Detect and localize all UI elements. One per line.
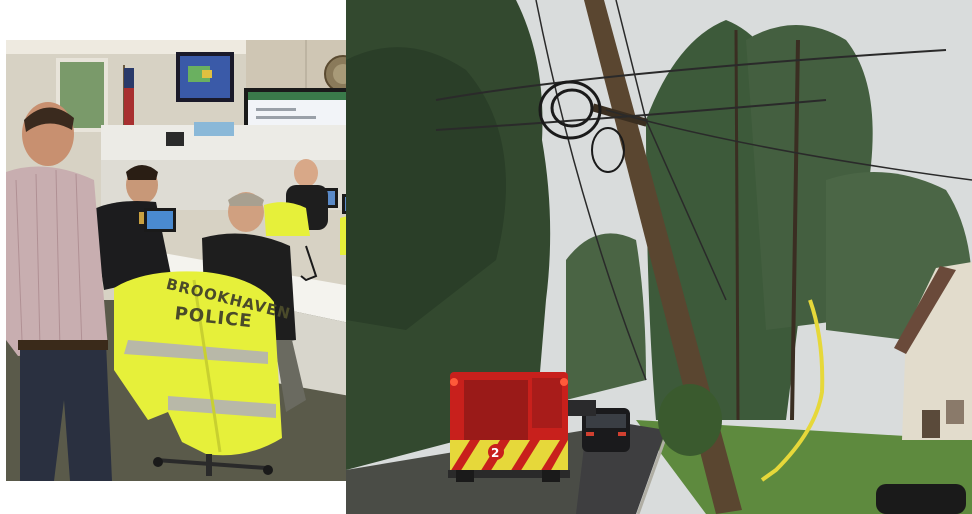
fire-truck-rear-compartment [464, 380, 528, 440]
street-storm-photo: 2 [346, 0, 972, 514]
power-line [605, 109, 972, 181]
water-bottles [194, 122, 234, 136]
reflective-stripe [168, 396, 276, 418]
belt [18, 340, 108, 350]
fire-truck-number: 2 [491, 446, 499, 460]
truck-wheel [456, 470, 474, 482]
ivy [658, 384, 722, 456]
chair-base [155, 458, 267, 470]
standing-man-shirt [6, 166, 108, 356]
distant-trees [566, 233, 646, 400]
mailbox [876, 484, 966, 514]
downed-yellow-line [760, 299, 825, 482]
coiled-cable [538, 80, 602, 140]
curb [636, 429, 670, 514]
truck-wheel [542, 470, 560, 482]
power-line [435, 99, 827, 131]
street-scene: 2 [346, 0, 972, 514]
desk-microphone [300, 245, 318, 282]
reflective-stripe [124, 340, 268, 364]
standing-man-jeans [20, 342, 112, 481]
power-line [435, 49, 947, 101]
leaning-utility-pole [584, 0, 742, 514]
american-flag [124, 68, 134, 126]
hi-vis-jacket [264, 202, 310, 236]
house-roof [894, 266, 956, 354]
